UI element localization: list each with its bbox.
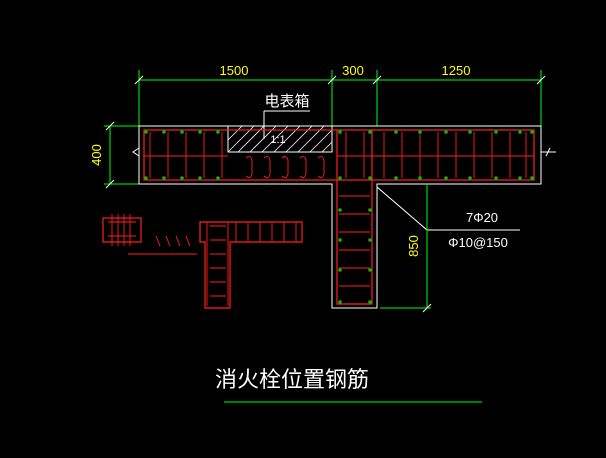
beam-stirrups <box>149 132 527 179</box>
beam-stirrup <box>281 155 289 179</box>
rebar-dot <box>216 130 220 134</box>
main-bars <box>144 130 534 304</box>
rebar-dot <box>338 130 342 134</box>
right-break-mark <box>541 147 556 157</box>
rebar-dot <box>530 130 534 134</box>
dimension-height-leg: 850 <box>406 235 421 257</box>
rebar-dot <box>338 208 342 212</box>
rebar-dot <box>368 268 372 272</box>
rebar-dot <box>394 176 398 180</box>
rebar-dot <box>444 130 448 134</box>
rebar-dot <box>418 176 422 180</box>
rebar-dot <box>468 130 472 134</box>
detail-sketch-left <box>102 214 303 309</box>
beam-stirrup <box>245 155 253 179</box>
beam-stirrup <box>299 155 307 179</box>
rebar-dot <box>444 176 448 180</box>
rebar-dot <box>162 130 166 134</box>
rebar-dot <box>216 176 220 180</box>
rebar-dot <box>338 176 342 180</box>
rebar-dot <box>494 176 498 180</box>
rebar-dot <box>368 300 372 304</box>
rebar-dot <box>394 130 398 134</box>
beam-stirrup <box>317 155 325 179</box>
rebar-dot <box>338 300 342 304</box>
rebar-dot <box>368 176 372 180</box>
left-break-mark <box>132 147 140 157</box>
rebar-leader <box>376 186 520 231</box>
beam-rebar-cage <box>143 129 535 305</box>
meter-box-leader <box>263 110 310 139</box>
rebar-dot <box>180 176 184 180</box>
rebar-dot <box>368 208 372 212</box>
rebar-dot <box>338 268 342 272</box>
rebar-dot <box>162 176 166 180</box>
rebar-dot <box>198 130 202 134</box>
rebar-dot <box>338 238 342 242</box>
rebar-dot <box>368 130 372 134</box>
section-outline <box>138 125 542 309</box>
leg-stirrups <box>339 195 370 287</box>
top-dimension-line <box>134 70 546 126</box>
left-dimension-line <box>104 121 140 189</box>
dimension-height-top: 400 <box>89 144 104 166</box>
drawing-title: 消火栓位置钢筋 <box>215 368 369 393</box>
rebar-dot <box>530 176 534 180</box>
rebar-dot <box>518 130 522 134</box>
rebar-main-label: 7Φ20 <box>466 210 498 225</box>
rebar-dot <box>518 176 522 180</box>
leg-dimension-line <box>380 184 432 313</box>
dimension-width-1: 1500 <box>220 63 249 78</box>
rebar-dot <box>180 130 184 134</box>
rebar-dot <box>144 130 148 134</box>
meter-box-label: 电表箱 <box>264 92 309 110</box>
meter-box-mark: 1:1 <box>270 134 285 146</box>
rebar-dot <box>198 176 202 180</box>
rebar-dot <box>418 130 422 134</box>
rebar-stirrup-label: Φ10@150 <box>448 235 508 250</box>
dimension-width-3: 1250 <box>442 63 471 78</box>
beam-stirrup <box>263 155 271 179</box>
rebar-dot <box>494 130 498 134</box>
rebar-dot <box>368 238 372 242</box>
rebar-dot <box>468 176 472 180</box>
dimension-width-2: 300 <box>342 63 364 78</box>
rebar-dot <box>144 176 148 180</box>
